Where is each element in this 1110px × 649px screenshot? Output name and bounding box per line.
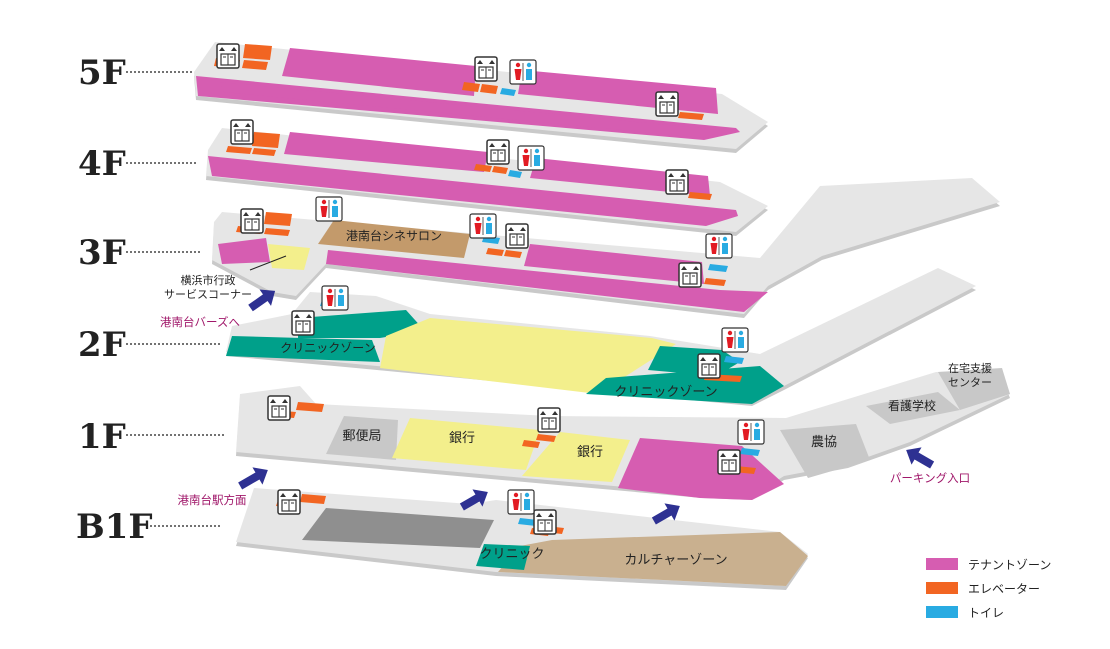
legend-label-toilet: トイレ xyxy=(968,606,1004,620)
zone-label-cine-salon: 港南台シネサロン xyxy=(346,228,442,243)
toilet-icon xyxy=(321,285,349,311)
direction-arrow-icon xyxy=(248,289,276,312)
elevator-icon xyxy=(277,489,301,515)
zone-label-clinic-b1: クリニック xyxy=(479,547,544,562)
floor-b1f[interactable] xyxy=(236,488,808,590)
zone-label-city-office-2: サービスコーナー xyxy=(164,288,252,301)
zone-label-nokyo: 農協 xyxy=(811,435,837,450)
elevator-icon xyxy=(240,208,264,234)
legend: テナントゾーン エレベーター トイレ xyxy=(926,558,1051,620)
floor-1f[interactable] xyxy=(236,368,1010,500)
legend-swatch-tenant xyxy=(926,558,958,570)
elevator-icon xyxy=(665,169,689,195)
direction-arrow-icon xyxy=(651,503,680,525)
zone-label-home-support-2: センター xyxy=(948,376,992,389)
floor-label-4f: 4F xyxy=(78,144,126,184)
elevator-icon xyxy=(717,449,741,475)
toilet-icon xyxy=(737,419,765,445)
elevator-icon xyxy=(505,223,529,249)
zone-label-clinic-2f-left: クリニックゾーン xyxy=(280,341,375,355)
zone-label-nursing-school: 看護学校 xyxy=(888,398,936,413)
toilet-icon xyxy=(705,233,733,259)
floor-label-1f: 1F xyxy=(78,417,126,457)
toilet-icon xyxy=(517,145,545,171)
legend-label-elevator: エレベーター xyxy=(968,582,1040,596)
toilet-icon xyxy=(315,196,343,222)
elevator-icon xyxy=(486,139,510,165)
floor-label-5f: 5F xyxy=(78,53,126,93)
elevator-icon xyxy=(537,407,561,433)
elevator-icon xyxy=(267,395,291,421)
toilet-icon xyxy=(721,327,749,353)
floor-5f[interactable] xyxy=(194,42,768,153)
floor-label-2f: 2F xyxy=(78,325,126,365)
toilet-icon xyxy=(509,59,537,85)
elevator-icon xyxy=(216,43,240,69)
floor-labels: 5F 4F 3F 2F 1F B1F xyxy=(76,53,224,547)
toilet-icon xyxy=(507,489,535,515)
direction-parking[interactable]: パーキング入口 xyxy=(890,471,970,485)
direction-to-station[interactable]: 港南台駅方面 xyxy=(178,493,247,507)
zone-labels: 港南台シネサロン 横浜市行政 サービスコーナー クリニックゾーン クリニックゾー… xyxy=(164,228,992,568)
legend-swatch-elevator xyxy=(926,582,958,594)
zone-label-clinic-2f-right: クリニックゾーン xyxy=(614,385,717,400)
elevator-icon xyxy=(230,119,254,145)
elevator-icon xyxy=(291,310,315,336)
direction-arrow-icon xyxy=(459,489,488,511)
elevator-icon xyxy=(533,509,557,535)
direction-arrow-icon xyxy=(238,467,268,490)
zone-label-post-office: 郵便局 xyxy=(342,429,381,444)
icon-layer xyxy=(216,43,765,535)
direction-to-bars[interactable]: 港南台バーズへ xyxy=(160,315,240,329)
elevator-icon xyxy=(697,353,721,379)
direction-markers: 港南台バーズへ 港南台駅方面 パーキング入口 xyxy=(160,289,970,525)
legend-swatch-toilet xyxy=(926,606,958,618)
floor-3f[interactable] xyxy=(212,178,1000,318)
zone-label-bank-1: 銀行 xyxy=(449,431,475,446)
floor-label-3f: 3F xyxy=(78,233,126,273)
zone-label-city-office-1: 横浜市行政 xyxy=(181,273,236,287)
floor-label-b1f: B1F xyxy=(76,507,153,547)
legend-label-tenant: テナントゾーン xyxy=(968,558,1051,572)
toilet-icon xyxy=(469,213,497,239)
zone-label-bank-2: 銀行 xyxy=(577,445,603,460)
direction-arrow-icon xyxy=(906,447,935,469)
zone-label-culture: カルチャーゾーン xyxy=(624,553,727,568)
elevator-icon xyxy=(655,91,679,117)
floor-4f[interactable] xyxy=(206,128,768,236)
elevator-icon xyxy=(678,262,702,288)
zone-label-home-support-1: 在宅支援 xyxy=(948,361,992,375)
elevator-icon xyxy=(474,56,498,82)
